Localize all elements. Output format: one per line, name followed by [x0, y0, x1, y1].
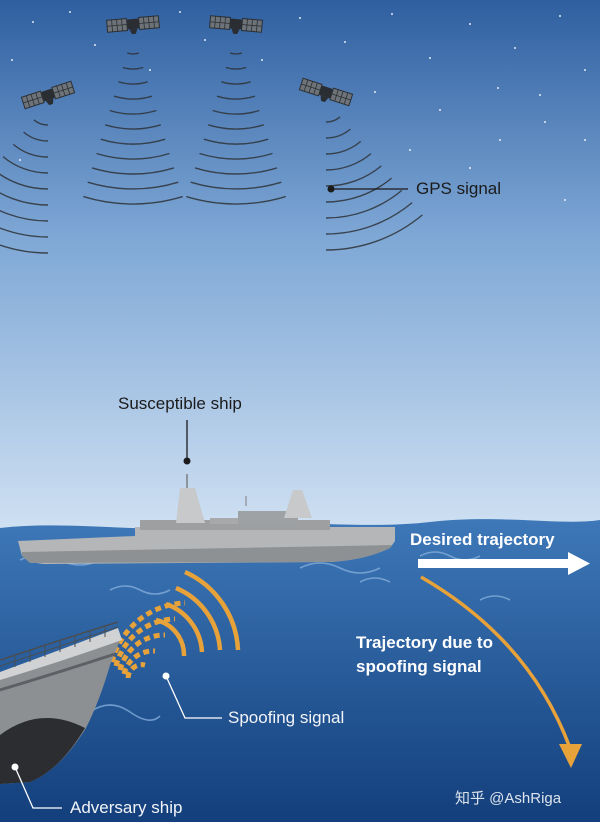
gps-signal-waves [0, 52, 423, 254]
gps-wave-arc [0, 227, 49, 238]
desired-trajectory-label: Desired trajectory [410, 530, 555, 549]
gps-wave-arc [190, 181, 282, 190]
gps-wave-arc [0, 244, 49, 254]
gps-wave-arc [325, 177, 393, 203]
sky-background [0, 0, 600, 530]
wifi-wave-icon [0, 119, 49, 254]
gps-wave-arc [2, 156, 49, 174]
gps-wave-arc [104, 124, 162, 130]
spoof-pointer-line [165, 675, 222, 719]
gps-wave-arc [199, 152, 273, 160]
wifi-wave-icon [83, 52, 183, 205]
curved-arrow-icon [420, 575, 582, 768]
gps-wave-arc [325, 116, 341, 123]
watermark: 知乎 @AshRiga [455, 790, 562, 807]
gps-wave-arc [126, 52, 140, 55]
gps-wave-arc [325, 189, 403, 219]
spoofing-signal-label: Spoofing signal [228, 708, 345, 727]
gps-wave-arc [203, 138, 269, 145]
gps-wave-arc [0, 192, 49, 206]
adversary-pointer-line [14, 766, 62, 809]
gps-wave-arc [325, 153, 372, 171]
spoofed-trajectory-label-line1: Trajectory due to [356, 633, 493, 652]
adversary-ship-label: Adversary ship [70, 798, 183, 817]
gps-wave-arc [212, 109, 260, 115]
gps-signal-label: GPS signal [416, 179, 502, 198]
gps-wave-arc [229, 52, 243, 55]
stars [11, 11, 586, 201]
gps-wave-arc [194, 167, 278, 175]
gps-wave-arc [0, 173, 49, 190]
spoofing-signal-waves [109, 600, 186, 679]
spoofing-signal-arcs [155, 569, 241, 657]
gps-wave-arc [186, 195, 286, 205]
adversary-ship [0, 621, 122, 784]
gps-wave-arc [0, 209, 49, 222]
gps-wave-arc [33, 119, 49, 126]
gps-wave-arc [118, 81, 148, 85]
gps-wave-arc [207, 124, 265, 130]
susceptible-ship-label: Susceptible ship [118, 394, 242, 413]
gps-wave-arc [225, 66, 247, 70]
gps-wave-arc [221, 81, 251, 85]
arrow-right-icon [418, 552, 590, 575]
gps-wave-arc [100, 138, 166, 145]
gps-wave-arc [91, 167, 175, 175]
gps-wave-arc [96, 152, 170, 160]
spoofed-trajectory-label-line2: spoofing signal [356, 657, 482, 676]
gps-wave-arc [216, 95, 256, 100]
gps-wave-arc [87, 181, 179, 190]
gps-wave-arc [325, 128, 351, 139]
wifi-wave-icon [186, 52, 286, 205]
gps-wave-arc [83, 195, 183, 205]
gps-wave-arc [325, 140, 362, 155]
gps-wave-arc [109, 109, 157, 115]
gps-wave-arc [325, 214, 423, 251]
gps-wave-arc [12, 143, 49, 158]
gps-wave-arc [325, 202, 413, 235]
gps-wave-arc [23, 131, 49, 142]
gps-wave-arc [122, 66, 144, 70]
wifi-wave-icon [325, 116, 423, 251]
susceptible-ship [18, 474, 395, 564]
gps-wave-arc [113, 95, 153, 100]
